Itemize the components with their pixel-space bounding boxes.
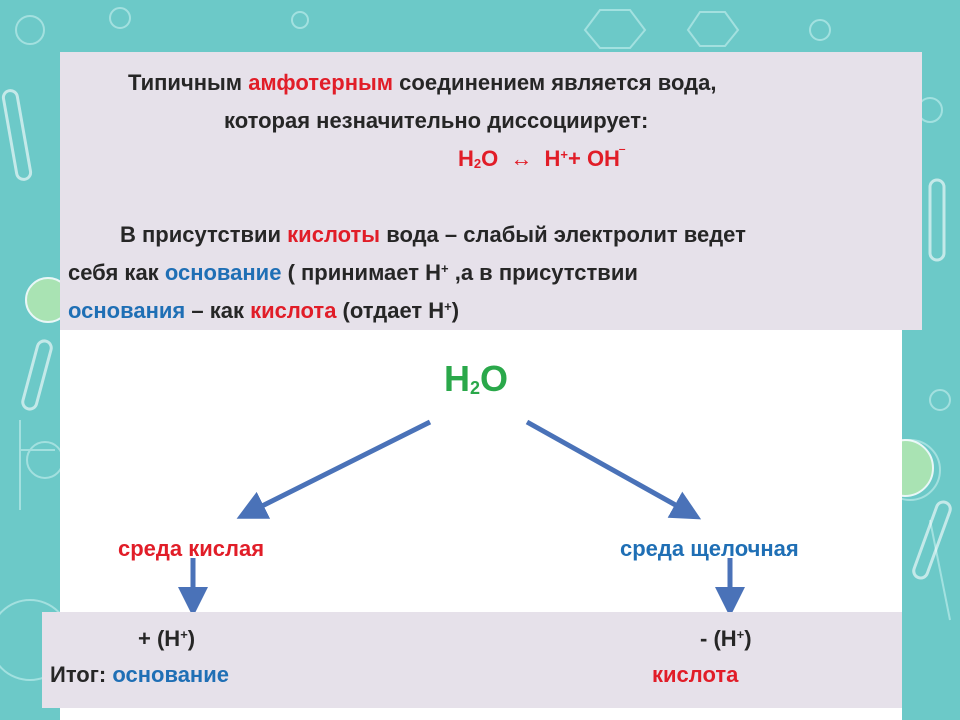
equilibrium-arrow: ↔ <box>510 146 533 171</box>
water-formula: H2O <box>444 358 509 399</box>
acidic-medium-label: среда кислая <box>118 536 265 561</box>
explain-line-3: основания – как кислота (отдает Н+) <box>68 298 460 323</box>
result-panel: + (H+) - (H+) Итог: основание кислота <box>42 612 902 708</box>
left-change: + (H+) <box>138 626 196 651</box>
dissociation-equation: H2O ↔ H++ OH‾ <box>458 146 625 171</box>
result-line: Итог: основание <box>50 662 229 688</box>
base-word: основание <box>164 260 282 285</box>
right-change: - (H+) <box>700 626 752 651</box>
result-left-value: основание <box>112 662 229 687</box>
alkaline-medium-label: среда щелочная <box>620 536 799 561</box>
intro-line-1: Типичным амфотерным соединением является… <box>128 70 716 96</box>
intro-text: соединением является вода, <box>393 70 717 95</box>
result-right-value: кислота <box>652 662 739 687</box>
result-label: Итог: <box>50 662 113 687</box>
explain-line-2: себя как основание ( принимает Н+ ,а в п… <box>68 260 638 285</box>
base-word: основания <box>68 298 186 323</box>
explain-line-1: В присутствии кислоты вода – слабый элек… <box>120 222 746 247</box>
acid-word: кислоты <box>287 222 381 247</box>
intro-text: Типичным <box>128 70 249 95</box>
amphoteric-word: амфотерным <box>248 70 394 95</box>
intro-panel: Типичным амфотерным соединением является… <box>60 52 922 330</box>
acid-word: кислота <box>250 298 337 323</box>
intro-line-2: которая незначительно диссоциирует: <box>224 108 649 133</box>
